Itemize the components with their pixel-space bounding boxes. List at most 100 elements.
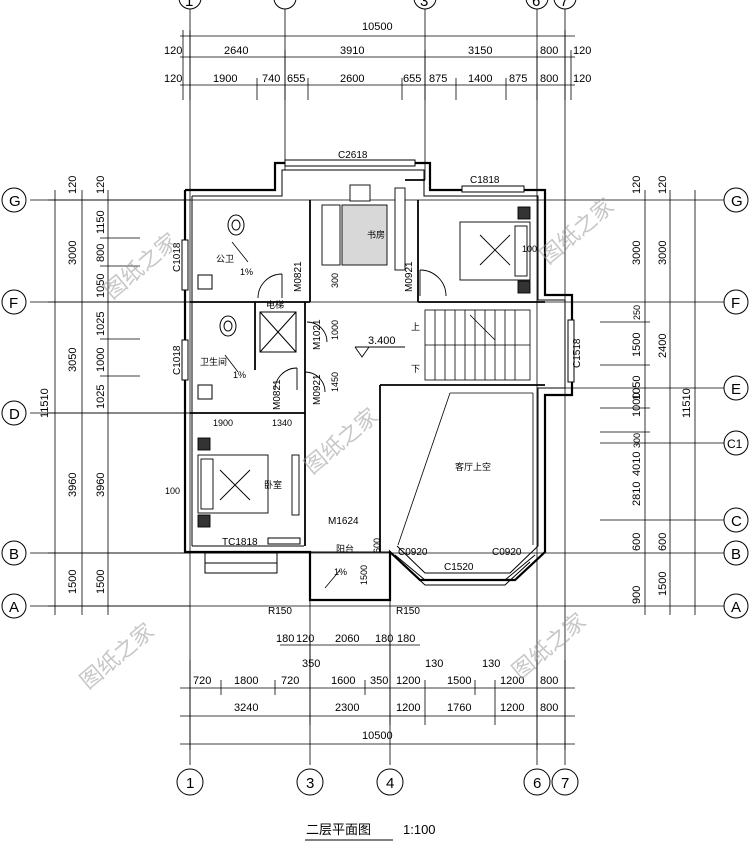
dim-bottom-r3-1: 1800 xyxy=(234,675,258,687)
dim-right-inner-0: 3000 xyxy=(631,241,643,265)
bottom-axis-bubbles xyxy=(176,768,579,796)
elevation-marker xyxy=(354,346,405,358)
axis-bottom-1: 1 xyxy=(186,775,194,792)
watermark-3: 图纸之家 xyxy=(536,194,619,270)
dim-bottom-r3-5: 1200 xyxy=(396,675,420,687)
dim-left-total: 11510 xyxy=(39,388,51,418)
dim-left-outer-1: 3050 xyxy=(67,348,79,372)
bed-sw xyxy=(197,437,300,528)
axis-top-6: 6 xyxy=(532,0,540,10)
axis-left-a: A xyxy=(9,599,19,616)
watermark-4: 图纸之家 xyxy=(76,619,159,695)
dim-right-small-0: 250 xyxy=(632,305,642,320)
stair-down: 下 xyxy=(411,364,420,374)
axis-top-7: 7 xyxy=(560,0,568,10)
study-furniture xyxy=(321,184,406,271)
dim-right-small-1: 300 xyxy=(632,433,642,448)
window-c0920-l: C0920 xyxy=(398,547,428,558)
left-axis-bubbles xyxy=(1,187,27,619)
door-m0921-1: M0921 xyxy=(404,261,415,292)
dim-top-total: 10500 xyxy=(362,21,393,33)
dim-left-top-0: 120 xyxy=(67,176,79,194)
dim-right-inner-1: 1500 xyxy=(631,333,643,357)
window-c1518: C1518 xyxy=(572,338,583,368)
radius-right: R150 xyxy=(396,606,420,617)
axis-left-b: B xyxy=(9,546,19,563)
elevator-shaft xyxy=(259,311,297,353)
dim-right-inner-5: 2810 xyxy=(631,482,643,506)
dim-int-6: 100 xyxy=(522,244,537,254)
dim-bottom-r3-6: 1500 xyxy=(447,675,471,687)
dim-top-r2-6: 875 xyxy=(429,73,447,85)
dim-top-r2-8: 875 xyxy=(509,73,527,85)
dim-lines-bottom xyxy=(180,640,575,750)
exterior-walls-inner xyxy=(191,169,566,574)
room-double-height: 客厅上空 xyxy=(455,461,491,472)
dim-bottom-r4-2: 1200 xyxy=(396,702,420,714)
dim-top-r2-2: 740 xyxy=(262,73,280,85)
axis-right-g: G xyxy=(731,193,743,210)
dim-bottom-r1-0: 180 xyxy=(276,633,294,645)
axis-right-b: B xyxy=(731,546,741,563)
door-m0821-2: M0821 xyxy=(272,379,283,410)
dim-left-inner-0: 1150 xyxy=(95,210,107,234)
dim-top-r2-1: 1900 xyxy=(213,73,237,85)
door-m1021: M1021 xyxy=(312,319,323,350)
door-m0821-1: M0821 xyxy=(293,261,304,292)
dim-top-r1-0: 120 xyxy=(164,45,182,57)
dim-bottom-r2-2: 130 xyxy=(482,658,500,670)
dim-top-r2-7: 1400 xyxy=(468,73,492,85)
dim-left-inner-1: 800 xyxy=(95,244,107,262)
dim-bottom-r4-3: 1760 xyxy=(447,702,471,714)
dim-right-outer-2: 600 xyxy=(657,533,669,551)
dim-top-r2-5: 655 xyxy=(403,73,421,85)
dim-left-inner-4: 1000 xyxy=(95,348,107,372)
top-axis-bubbles xyxy=(178,0,577,10)
dim-left-top-1: 120 xyxy=(95,176,107,194)
dim-lines-left xyxy=(48,190,190,615)
axis-left-f: F xyxy=(9,295,18,312)
axis-right-c: C xyxy=(731,513,742,530)
dim-left-inner-3: 1025 xyxy=(95,312,107,336)
window-c2618: C2618 xyxy=(338,150,368,161)
axis-left-d: D xyxy=(9,406,20,423)
dim-lines-right xyxy=(600,190,696,615)
void-lines xyxy=(397,392,534,546)
toilet-fixtures xyxy=(197,214,245,400)
dim-left-inner-5: 1025 xyxy=(95,385,107,409)
dim-bottom-r1-4: 180 xyxy=(397,633,415,645)
dim-bottom-r1-2: 2060 xyxy=(335,633,359,645)
dim-right-inner-4: 4010 xyxy=(631,452,643,476)
dim-right-outer-0: 3000 xyxy=(657,241,669,265)
dim-bottom-r4-0: 3240 xyxy=(234,702,258,714)
dim-lines-top xyxy=(180,30,575,100)
dim-right-inner-3: 1050 xyxy=(631,376,643,400)
dim-int-3: 1000 xyxy=(330,320,340,340)
axis-bottom-6: 6 xyxy=(533,775,541,792)
dim-bottom-r1-3: 180 xyxy=(375,633,393,645)
dim-int-0: 1900 xyxy=(213,418,233,428)
dim-top-r2-3: 655 xyxy=(287,73,305,85)
dim-left-outer-2: 3960 xyxy=(67,473,79,497)
door-m1624: M1624 xyxy=(328,516,359,527)
dim-top-r1-5: 120 xyxy=(573,45,591,57)
right-axis-bubbles xyxy=(723,187,749,619)
dim-bottom-r3-8: 800 xyxy=(540,675,558,687)
dim-right-top-0: 120 xyxy=(631,176,643,194)
interior-walls xyxy=(190,179,545,552)
slope-arrows xyxy=(224,241,341,589)
elevation-value: 3.400 xyxy=(368,335,396,347)
watermark-1: 图纸之家 xyxy=(100,229,183,305)
stair-up: 上 xyxy=(411,322,420,332)
slope-3: 1% xyxy=(334,567,347,577)
room-elevator: 电梯 xyxy=(266,299,284,310)
drawing-title: 二层平面图 xyxy=(306,822,371,837)
axis-left-g: G xyxy=(9,193,21,210)
dim-left-outer-0: 3000 xyxy=(67,241,79,265)
window-c1818: C1818 xyxy=(470,175,500,186)
axis-top-1: 1 xyxy=(185,0,193,10)
door-m0921-2: M0921 xyxy=(312,374,323,405)
door-swings xyxy=(257,269,447,393)
dim-int-2: 1450 xyxy=(330,372,340,392)
